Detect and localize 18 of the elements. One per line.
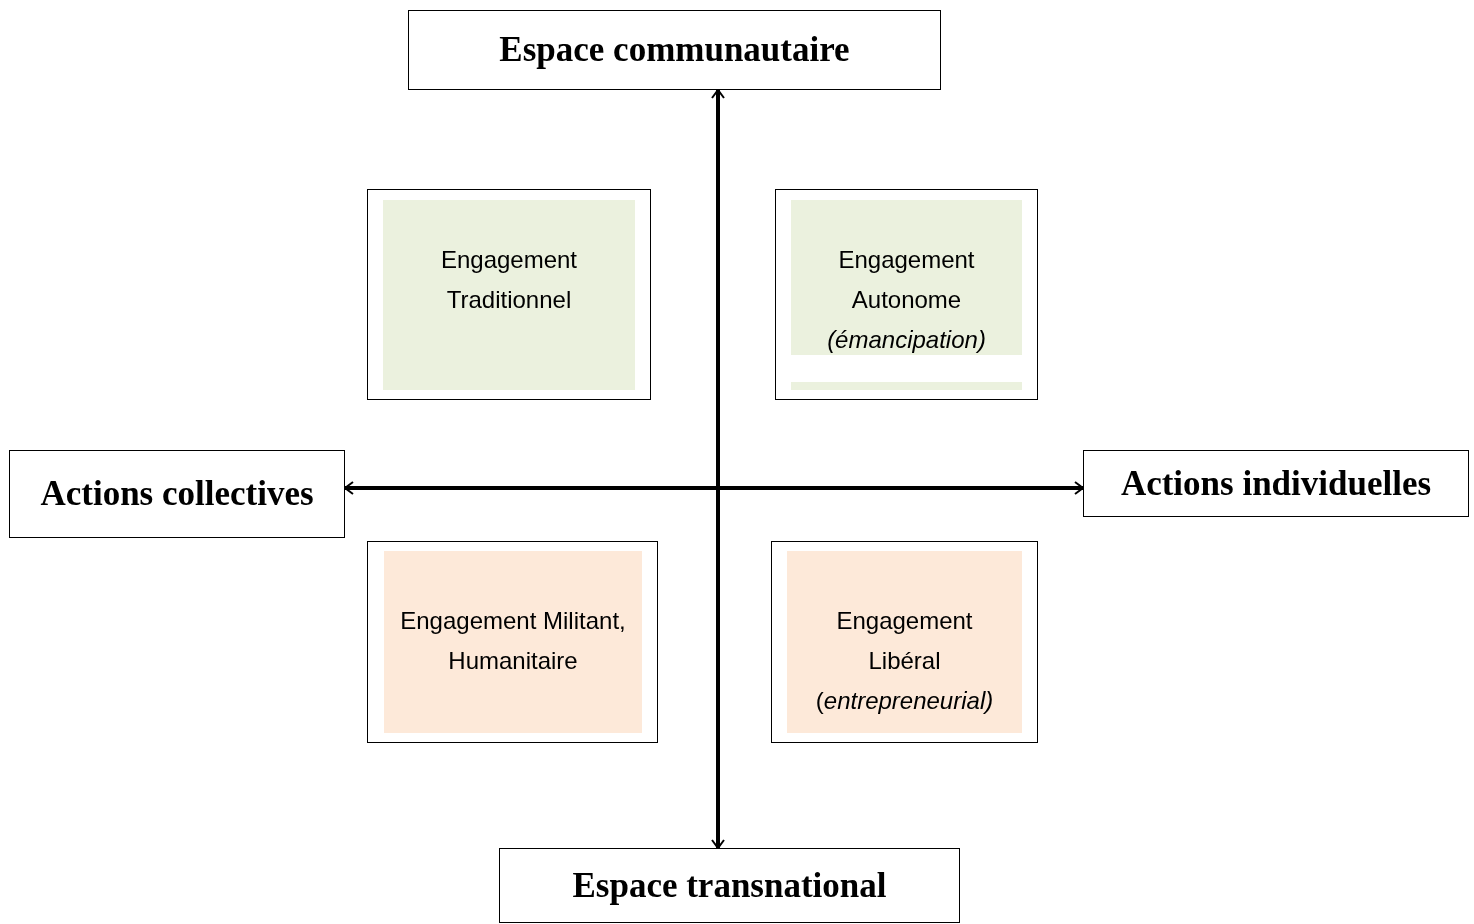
axis-label: Actions individuelles xyxy=(1120,462,1432,505)
axis-label: Actions collectives xyxy=(40,473,314,516)
axis-label: Espace transnational xyxy=(572,864,887,907)
axis-label-box xyxy=(9,450,345,538)
axis-label-box xyxy=(499,848,960,923)
quadrant-box xyxy=(771,541,1038,743)
double-arrow xyxy=(711,89,725,849)
axis-label: Espace communautaire xyxy=(499,29,850,72)
quadrant-text: Engagement Autonome (émancipation) xyxy=(826,245,987,355)
quadrant-text: Engagement Libéral (entrepreneurial) xyxy=(814,606,995,716)
axis-label-box xyxy=(408,10,941,90)
quadrant-box xyxy=(775,189,1038,400)
quadrant-box xyxy=(367,541,658,743)
axis-label-box xyxy=(1083,450,1469,517)
quadrant-box xyxy=(367,189,651,400)
double-arrow xyxy=(344,481,1084,495)
quadrant-text: Engagement Traditionnel xyxy=(439,245,579,315)
quadrant-text: Engagement Militant, Humanitaire xyxy=(399,606,627,676)
